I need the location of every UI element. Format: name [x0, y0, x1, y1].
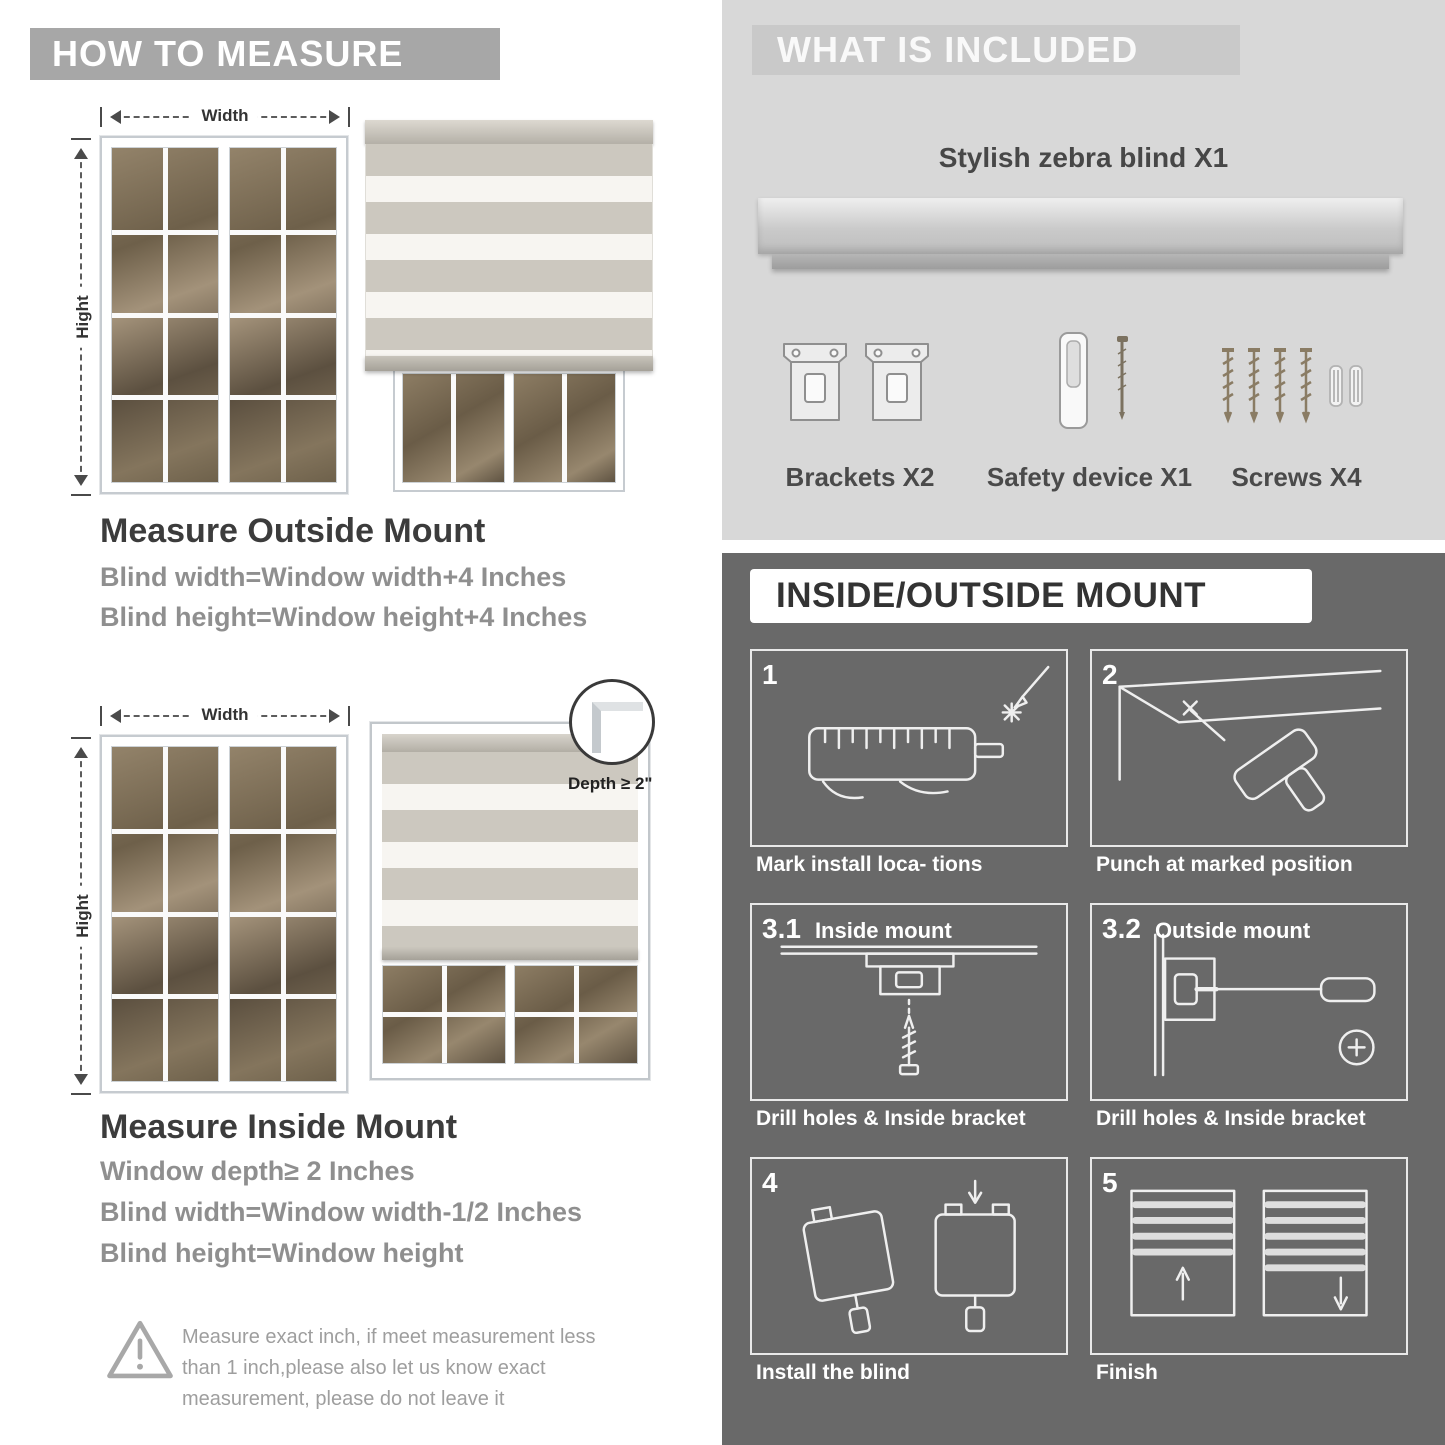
window-sash [402, 373, 505, 483]
zebra-blind-item-label: Stylish zebra blind X1 [938, 142, 1229, 173]
arrow-end-tick [348, 706, 350, 726]
inside-outside-mount-title: INSIDE/OUTSIDE MOUNT [776, 576, 1207, 615]
step-header: 3.2 Outside mount [1102, 913, 1310, 945]
outside-mount-formula-height: Blind height=Window height+4 Inches [100, 602, 588, 632]
step-number: 1 [762, 659, 778, 690]
screws-icon [1220, 348, 1363, 422]
outside-mount-title: Measure Outside Mount [100, 512, 486, 550]
arrow-end-tick [71, 138, 91, 140]
window-sash [229, 746, 337, 1082]
blind-stripes [365, 144, 653, 356]
brackets-label: Brackets X2 [785, 462, 935, 492]
arrow-end-tick [71, 1093, 91, 1095]
what-is-included-header: WHAT IS INCLUDED [752, 25, 1240, 75]
how-to-measure-title: HOW TO MEASURE [52, 33, 404, 74]
window-sash [111, 147, 219, 483]
bracket-icon [783, 343, 929, 421]
window-sash [229, 147, 337, 483]
arrow-end-tick [348, 107, 350, 127]
step-header: 2 [1102, 659, 1132, 691]
arrow-end-tick [71, 494, 91, 496]
step-title: Inside mount [814, 918, 952, 943]
how-to-measure-section: HOW TO MEASURE Width Hight [0, 0, 722, 1445]
headrail-illustration [758, 198, 1403, 254]
blind-bottomrail [365, 356, 653, 371]
arrow-end-tick [100, 706, 102, 726]
window-sash [382, 965, 506, 1064]
height-arrow: Hight [71, 737, 93, 1095]
inside-mount-diagram: Width Hight Depth ≥ 2" [60, 679, 675, 1097]
headrail-lip [772, 254, 1389, 269]
measure-tape-illustration [808, 665, 1050, 800]
outside-mount-blind-illustration [365, 120, 653, 492]
inside-mount-title: Measure Inside Mount [100, 1108, 458, 1146]
step-panel-1: 1 [750, 649, 1068, 847]
height-label: Hight [73, 885, 93, 947]
height-label: Hight [73, 286, 93, 348]
blind-headrail [365, 120, 653, 144]
inside-mount-formula-width: Blind width=Window width-1/2 Inches [100, 1197, 583, 1227]
step-number: 3.2 [1102, 913, 1141, 944]
window-illustration [100, 136, 348, 494]
outside-mount-formula-width: Blind width=Window width+4 Inches [100, 562, 567, 592]
step-title: Outside mount [1154, 918, 1311, 943]
blind-bottomrail [382, 948, 638, 960]
step-caption: Punch at marked position [1096, 853, 1353, 876]
step-panel-4: 4 [750, 1157, 1068, 1355]
width-arrow: Width [100, 705, 350, 726]
inside-outside-mount-section: INSIDE/OUTSIDE MOUNT 1 Mark install loca… [722, 553, 1445, 1445]
step-number: 3.1 [762, 913, 801, 944]
window-sash [111, 746, 219, 1082]
safety-device-icon [1059, 332, 1128, 429]
finished-blinds-illustration [1130, 1189, 1368, 1317]
step-caption: Finish [1096, 1361, 1158, 1384]
measure-warning-text: Measure exact inch, if meet measurement … [182, 1326, 596, 1410]
arrow-end-tick [100, 107, 102, 127]
zebra-blind [365, 120, 653, 371]
step-header: 1 [762, 659, 792, 691]
height-arrow: Hight [71, 138, 93, 496]
width-arrow: Width [100, 106, 350, 127]
step-number: 2 [1102, 659, 1118, 690]
step-header: 5 [1102, 1167, 1132, 1199]
what-is-included-section: WHAT IS INCLUDED Stylish zebra blind X1 … [722, 0, 1445, 540]
install-blind-illustration [802, 1179, 1016, 1335]
window-panes-below-blind [382, 965, 638, 1064]
step-caption: Drill holes & Inside bracket [1096, 1107, 1366, 1130]
step-number: 5 [1102, 1167, 1118, 1198]
outside-bracket-illustration [1153, 933, 1376, 1077]
window-illustration [100, 735, 348, 1093]
step-panel-2: 2 [1090, 649, 1408, 847]
step-caption: Install the blind [756, 1361, 911, 1384]
outside-mount-diagram: Width Hight [60, 100, 675, 500]
inside-bracket-illustration [780, 945, 1038, 1076]
step-caption: Mark install loca- tions [756, 853, 983, 876]
inside-mount-depth-rule: Window depth≥ 2 Inches [100, 1156, 415, 1186]
window-behind-blind [393, 364, 625, 492]
drill-illustration [1118, 669, 1382, 812]
width-label: Width [192, 705, 258, 725]
step-header: 4 [762, 1167, 792, 1199]
blind-stripes [382, 752, 638, 948]
depth-detail-circle [569, 679, 655, 765]
safety-device-label: Safety device X1 [986, 462, 1193, 492]
window-sash [514, 965, 638, 1064]
warning-triangle-icon [107, 1320, 173, 1379]
step-number: 4 [762, 1167, 778, 1198]
step-header: 3.1 Inside mount [762, 913, 952, 945]
step-panel-3-2: 3.2 Outside mount [1090, 903, 1408, 1101]
step-caption: Drill holes & Inside bracket [756, 1107, 1026, 1130]
how-to-measure-header: HOW TO MEASURE [30, 28, 500, 80]
what-is-included-title: WHAT IS INCLUDED [777, 29, 1139, 70]
screws-label: Screws X4 [1231, 462, 1362, 492]
inside-mount-blind-illustration: Depth ≥ 2" [370, 679, 655, 1080]
window-sash [513, 373, 616, 483]
width-label: Width [192, 106, 258, 126]
step-panel-3-1: 3.1 Inside mount [750, 903, 1068, 1101]
inside-mount-formula-height: Blind height=Window height [100, 1238, 464, 1268]
arrow-end-tick [71, 737, 91, 739]
inside-outside-mount-header: INSIDE/OUTSIDE MOUNT [750, 569, 1312, 623]
depth-label: Depth ≥ 2" [568, 774, 653, 793]
step-panel-5: 5 [1090, 1157, 1408, 1355]
